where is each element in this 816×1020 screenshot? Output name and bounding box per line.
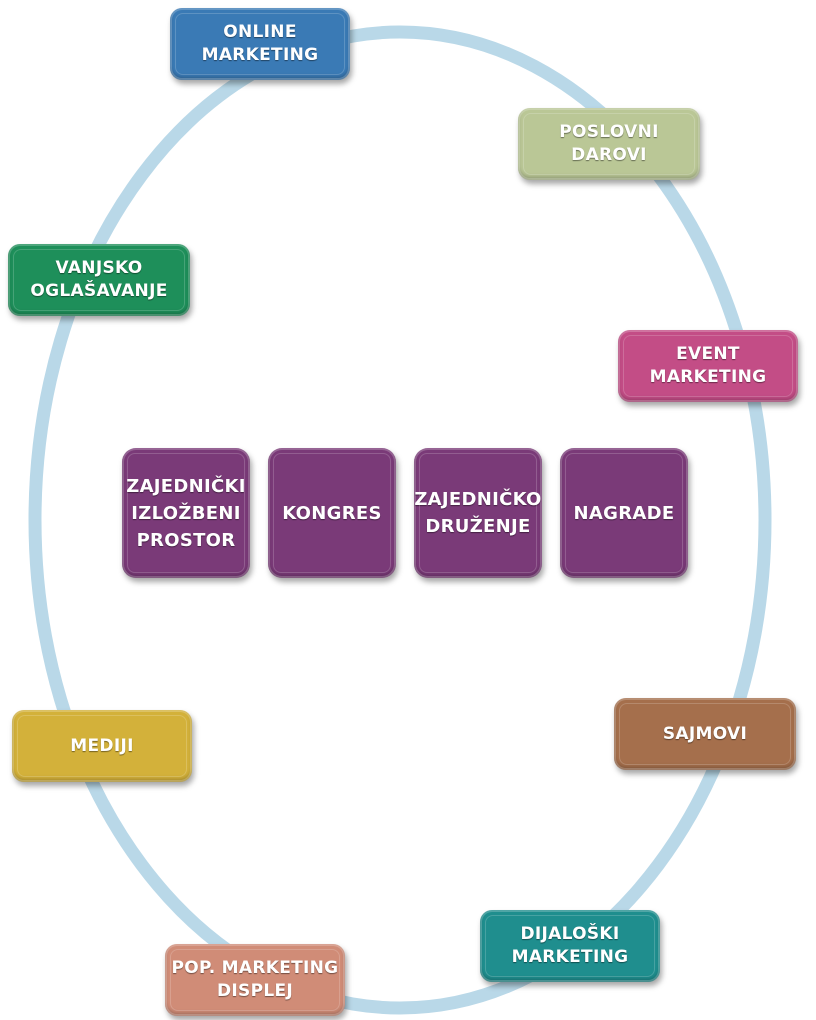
- zajednicko-druzenje-node: ZAJEDNIČKO DRUŽENJE: [414, 448, 542, 578]
- sajmovi-node: SAJMOVI: [614, 698, 796, 770]
- kongres-node: KONGRES: [268, 448, 396, 578]
- ring-ellipse: [28, 25, 772, 1015]
- dijaloski-marketing-node: DIJALOŠKI MARKETING: [480, 910, 660, 982]
- poslovni-darovi-node: POSLOVNI DAROVI: [518, 108, 700, 180]
- mediji-node: MEDIJI: [12, 710, 192, 782]
- online-marketing-node: ONLINE MARKETING: [170, 8, 350, 80]
- nagrade-node: NAGRADE: [560, 448, 688, 578]
- zajednicki-izlozbeni-prostor-node: ZAJEDNIČKI IZLOŽBENI PROSTOR: [122, 448, 250, 578]
- pop-marketing-displej-node: POP. MARKETING DISPLEJ: [165, 944, 345, 1016]
- vanjsko-oglasavanje-node: VANJSKO OGLAŠAVANJE: [8, 244, 190, 316]
- event-marketing-node: EVENT MARKETING: [618, 330, 798, 402]
